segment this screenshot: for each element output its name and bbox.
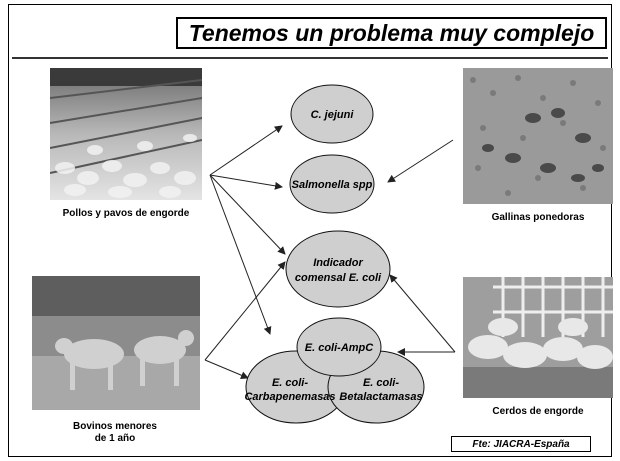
title-box: Tenemos un problema muy complejo xyxy=(176,17,607,49)
label-ampc: E. coli-AmpC xyxy=(305,342,375,354)
poultry-photo xyxy=(50,68,202,200)
hens-photo xyxy=(463,68,613,204)
slide-title: Tenemos un problema muy complejo xyxy=(188,19,595,46)
arrow-cattle-indicador xyxy=(204,261,286,361)
node-cjejuni xyxy=(290,84,374,144)
label-indicador-line1: Indicador xyxy=(313,257,363,269)
slide-frame xyxy=(8,4,612,457)
cattle-photo xyxy=(32,276,200,410)
cattle-caption: Bovinos menores de 1 año xyxy=(40,421,190,445)
label-beta-line1: E. coli- xyxy=(363,377,399,389)
arrow-poultry-ampc xyxy=(209,174,272,335)
arrow-poultry-salmonella xyxy=(209,174,283,190)
arrow-cattle-carba xyxy=(204,359,249,379)
label-carba-line2: Carbapenemasas xyxy=(244,391,335,403)
label-cjejuni: C. jejuni xyxy=(311,109,355,121)
pigs-caption: Cerdos de engorde xyxy=(492,406,584,417)
cattle-caption-line2: de 1 año xyxy=(94,433,136,444)
source-label: Fte: JIACRA-España xyxy=(472,438,570,450)
cattle-caption-line1: Bovinos menores xyxy=(73,421,157,432)
label-carba-line1: E. coli- xyxy=(272,377,308,389)
poultry-caption: Pollos y pavos de engorde xyxy=(62,208,190,219)
label-salmonella: Salmonella spp xyxy=(292,179,373,191)
hens-caption: Gallinas ponedoras xyxy=(491,212,585,223)
node-salmonella xyxy=(289,154,375,214)
pigs-photo xyxy=(463,277,613,398)
node-indicador xyxy=(285,230,391,308)
title-divider xyxy=(12,57,608,59)
label-beta-line2: Betalactamasas xyxy=(339,391,422,403)
node-ampc xyxy=(296,317,382,377)
arrow-hens-salmonella xyxy=(387,139,454,183)
arrow-poultry-indicador xyxy=(209,174,286,255)
arrow-pigs-indicador xyxy=(389,274,456,353)
source-box: Fte: JIACRA-España xyxy=(451,436,591,452)
arrow-poultry-cjejuni xyxy=(209,125,283,176)
label-indicador-line2: comensal E. coli xyxy=(295,272,382,284)
